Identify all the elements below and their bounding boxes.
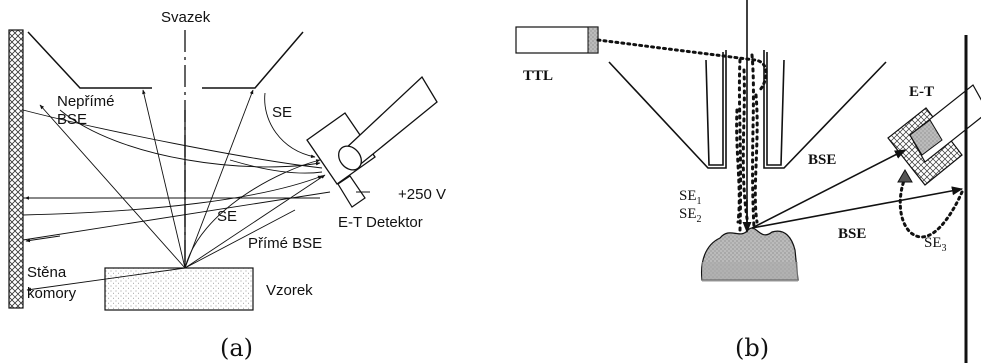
se-cloud [735, 53, 759, 232]
ttl-detector [515, 26, 599, 54]
et-detector [306, 75, 438, 208]
ttl-label: TTL [523, 68, 553, 84]
ttl-signal-path [596, 38, 768, 92]
bse-arrow-upper [751, 149, 906, 229]
se3-path [898, 176, 964, 239]
et-label-b: E-T [909, 84, 934, 100]
pole-piece-right [202, 31, 304, 89]
se1-label: SE1 [679, 188, 702, 207]
indirect-bse-label-line2: BSE [57, 111, 87, 128]
pole-piece-left [27, 31, 152, 89]
panel-a: Svazek Nepřímé BSE SE SE +250 V E-T Dete… [8, 9, 446, 362]
sample-block [104, 267, 254, 311]
bse-upper-label: BSE [808, 152, 836, 168]
indirect-bse-label-line1: Nepřímé [57, 93, 115, 110]
panel-b: TTL E-T [515, 0, 981, 363]
direct-bse-label: Přímé BSE [248, 235, 322, 252]
chamber-wall [8, 29, 24, 309]
se-lower-label: SE [217, 208, 237, 225]
caption-a: (a) [220, 334, 253, 362]
bse-arrow-lower [751, 186, 964, 229]
se3-label: SE3 [924, 235, 947, 254]
wall-label-line2: komory [27, 285, 77, 302]
se2-label: SE2 [679, 206, 702, 225]
pole-piece-b [608, 50, 887, 169]
et-detector-b [887, 84, 981, 186]
sample-label: Vzorek [266, 282, 313, 299]
bse-lower-label: BSE [838, 226, 866, 242]
detector-label: E-T Detektor [338, 214, 423, 231]
trajectories-a [22, 89, 331, 292]
caption-b: (b) [735, 334, 769, 362]
wall-label-line1: Stěna [27, 264, 67, 281]
beam-label: Svazek [161, 9, 211, 26]
se-upper-label: SE [272, 104, 292, 121]
voltage-label: +250 V [398, 186, 446, 203]
